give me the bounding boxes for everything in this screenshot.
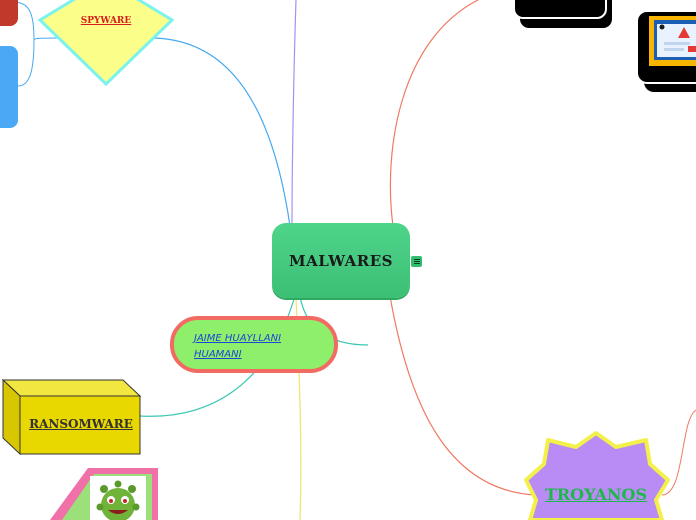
connector-troyanos <box>389 295 536 496</box>
connector-troyanos-right <box>661 409 696 496</box>
spyware-label[interactable]: SPYWARE <box>80 16 132 26</box>
connector-top <box>291 0 297 226</box>
central-topic-label: MALWARES <box>288 251 394 270</box>
connector-top-right <box>389 0 479 227</box>
computer-warning-icon <box>649 16 696 66</box>
troyanos-node[interactable] <box>524 431 670 520</box>
author-name-link[interactable]: JAIME HUAYLLANI HUAMANI <box>194 333 282 360</box>
partial-node-top-right[interactable] <box>513 0 607 19</box>
spyware-node[interactable] <box>37 0 175 87</box>
connector-spyware <box>149 37 291 227</box>
partial-node-top-left[interactable] <box>0 0 18 26</box>
troyanos-label[interactable]: TROYANOS <box>544 485 648 504</box>
partial-node-left-blue[interactable] <box>0 46 18 128</box>
author-node[interactable]: JAIME HUAYLLANI HUAMANI <box>170 316 338 373</box>
virus-icon <box>96 480 140 520</box>
central-topic-node[interactable]: MALWARES <box>272 223 410 298</box>
connector-left-blue-2 <box>17 39 35 87</box>
ransomware-node[interactable] <box>1 378 142 456</box>
ransomware-label[interactable]: RANSOMWARE <box>29 417 133 431</box>
ransomware-label-container: RANSOMWARE <box>3 379 141 455</box>
notes-icon[interactable] <box>411 256 422 267</box>
